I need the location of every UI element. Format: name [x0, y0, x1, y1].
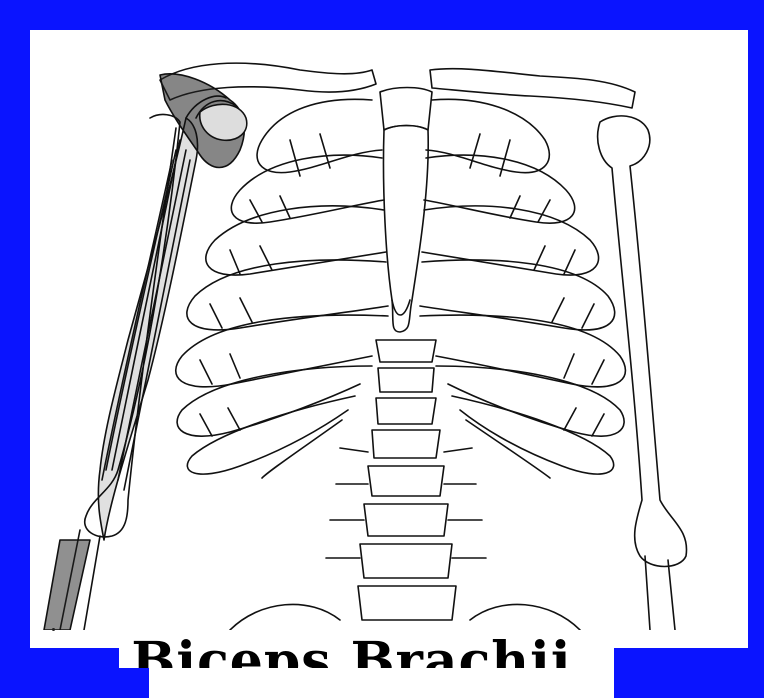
skeleton-illustration: [30, 30, 748, 630]
left-humerus: [44, 115, 180, 630]
border-notch-right: [614, 648, 748, 698]
xiphoid: [392, 300, 410, 315]
manubrium: [380, 88, 432, 131]
stray-dot: [52, 628, 55, 631]
right-ribcage: [420, 99, 625, 478]
illustration-panel: [30, 30, 748, 698]
right-clavicle: [430, 69, 635, 108]
pelvis: [230, 604, 580, 630]
spine: [326, 340, 486, 620]
sternum: [383, 126, 428, 333]
caption-title: Biceps Brachii: [119, 632, 584, 668]
caption-box: Biceps Brachii: [119, 630, 584, 668]
right-humerus: [598, 116, 687, 630]
